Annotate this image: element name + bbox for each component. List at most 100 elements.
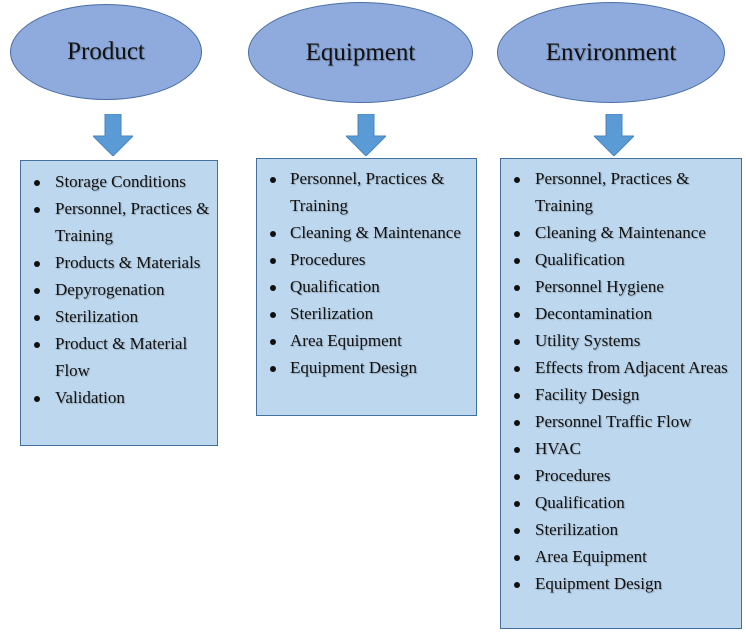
bullet-icon bbox=[34, 207, 40, 213]
list-item-text: Procedures bbox=[290, 250, 366, 269]
list-item: Equipment Design bbox=[501, 570, 741, 597]
list-item: Cleaning & Maintenance bbox=[501, 219, 741, 246]
bullet-icon bbox=[34, 180, 40, 186]
category-title-environment: Environment bbox=[545, 38, 677, 66]
list-item-text: Personnel, Practices & Training bbox=[535, 169, 690, 215]
list-item-text: Qualification bbox=[290, 277, 380, 296]
bullet-icon bbox=[514, 528, 520, 534]
bullet-icon bbox=[514, 258, 520, 264]
list-item: Qualification bbox=[501, 246, 741, 273]
list-item: Qualification bbox=[257, 273, 476, 300]
list-item-text: Products & Materials bbox=[55, 253, 201, 272]
list-item-text: Personnel Hygiene bbox=[535, 277, 664, 296]
list-item: Procedures bbox=[501, 462, 741, 489]
category-ellipse-equipment: Equipment bbox=[248, 2, 473, 103]
bullet-icon bbox=[270, 258, 276, 264]
list-item-text: Effects from Adjacent Areas bbox=[535, 358, 728, 377]
list-item: Facility Design bbox=[501, 381, 741, 408]
list-item: Utility Systems bbox=[501, 327, 741, 354]
bullet-icon bbox=[34, 396, 40, 402]
bullet-icon bbox=[514, 555, 520, 561]
list-item: Personnel Hygiene bbox=[501, 273, 741, 300]
list-item: Effects from Adjacent Areas bbox=[501, 354, 741, 381]
bullet-icon bbox=[514, 582, 520, 588]
list-item-text: Qualification bbox=[535, 250, 625, 269]
list-item: Decontamination bbox=[501, 300, 741, 327]
bullet-icon bbox=[270, 339, 276, 345]
category-title-equipment: Equipment bbox=[305, 38, 416, 66]
list-item-text: Facility Design bbox=[535, 385, 640, 404]
bullet-icon bbox=[270, 312, 276, 318]
list-item: Sterilization bbox=[257, 300, 476, 327]
list-item-text: Storage Conditions bbox=[55, 172, 186, 191]
bullet-icon bbox=[270, 366, 276, 372]
list-item: Product & Material Flow bbox=[21, 330, 217, 384]
list-item: Personnel, Practices & Training bbox=[501, 165, 741, 219]
bullet-icon bbox=[270, 177, 276, 183]
list-item-text: Equipment Design bbox=[535, 574, 663, 593]
list-item: Cleaning & Maintenance bbox=[257, 219, 476, 246]
down-arrow-icon bbox=[93, 114, 133, 156]
bullet-icon bbox=[514, 474, 520, 480]
list-item: Personnel, Practices & Training bbox=[257, 165, 476, 219]
bullet-icon bbox=[514, 231, 520, 237]
list-item: Personnel, Practices & Training bbox=[21, 195, 217, 249]
bullet-icon bbox=[514, 177, 520, 183]
list-item-text: Decontamination bbox=[535, 304, 653, 323]
list-item: Sterilization bbox=[501, 516, 741, 543]
list-item: Depyrogenation bbox=[21, 276, 217, 303]
list-item: Validation bbox=[21, 384, 217, 411]
bullet-icon bbox=[270, 285, 276, 291]
list-item-text: Area Equipment bbox=[535, 547, 647, 566]
list-item-text: Personnel Traffic Flow bbox=[535, 412, 692, 431]
list-item: Qualification bbox=[501, 489, 741, 516]
bullet-icon bbox=[514, 312, 520, 318]
list-item-text: Equipment Design bbox=[290, 358, 418, 377]
list-item: Equipment Design bbox=[257, 354, 476, 381]
list-item-text: Personnel, Practices & Training bbox=[55, 199, 210, 245]
bullet-icon bbox=[34, 261, 40, 267]
bullet-icon bbox=[34, 288, 40, 294]
bullet-icon bbox=[270, 231, 276, 237]
list-item: Area Equipment bbox=[257, 327, 476, 354]
bullet-icon bbox=[34, 342, 40, 348]
list-item: Procedures bbox=[257, 246, 476, 273]
list-item-text: Personnel, Practices & Training bbox=[290, 169, 445, 215]
list-item-text: Area Equipment bbox=[290, 331, 402, 350]
list-item: Products & Materials bbox=[21, 249, 217, 276]
category-title-product: Product bbox=[67, 38, 145, 65]
category-ellipse-product: Product bbox=[10, 4, 202, 100]
list-item-text: Sterilization bbox=[535, 520, 619, 539]
list-item: Storage Conditions bbox=[21, 168, 217, 195]
list-item-text: HVAC bbox=[535, 439, 581, 458]
list-item-text: Cleaning & Maintenance bbox=[290, 223, 461, 242]
list-item: Area Equipment bbox=[501, 543, 741, 570]
bullet-icon bbox=[514, 501, 520, 507]
bullet-icon bbox=[514, 420, 520, 426]
list-item-text: Product & Material Flow bbox=[55, 334, 188, 380]
list-item-text: Depyrogenation bbox=[55, 280, 165, 299]
list-item: Sterilization bbox=[21, 303, 217, 330]
bullet-icon bbox=[514, 285, 520, 291]
bullet-icon bbox=[514, 366, 520, 372]
down-arrow-icon bbox=[594, 114, 634, 156]
bullet-icon bbox=[514, 339, 520, 345]
list-item: Personnel Traffic Flow bbox=[501, 408, 741, 435]
down-arrow-icon bbox=[346, 114, 386, 156]
list-item-text: Sterilization bbox=[290, 304, 374, 323]
bullet-icon bbox=[34, 315, 40, 321]
list-item-text: Utility Systems bbox=[535, 331, 641, 350]
bullet-icon bbox=[514, 393, 520, 399]
list-item: HVAC bbox=[501, 435, 741, 462]
bullet-icon bbox=[514, 447, 520, 453]
list-item-text: Procedures bbox=[535, 466, 611, 485]
list-item-text: Validation bbox=[55, 388, 125, 407]
list-item-text: Sterilization bbox=[55, 307, 139, 326]
list-item-text: Cleaning & Maintenance bbox=[535, 223, 706, 242]
